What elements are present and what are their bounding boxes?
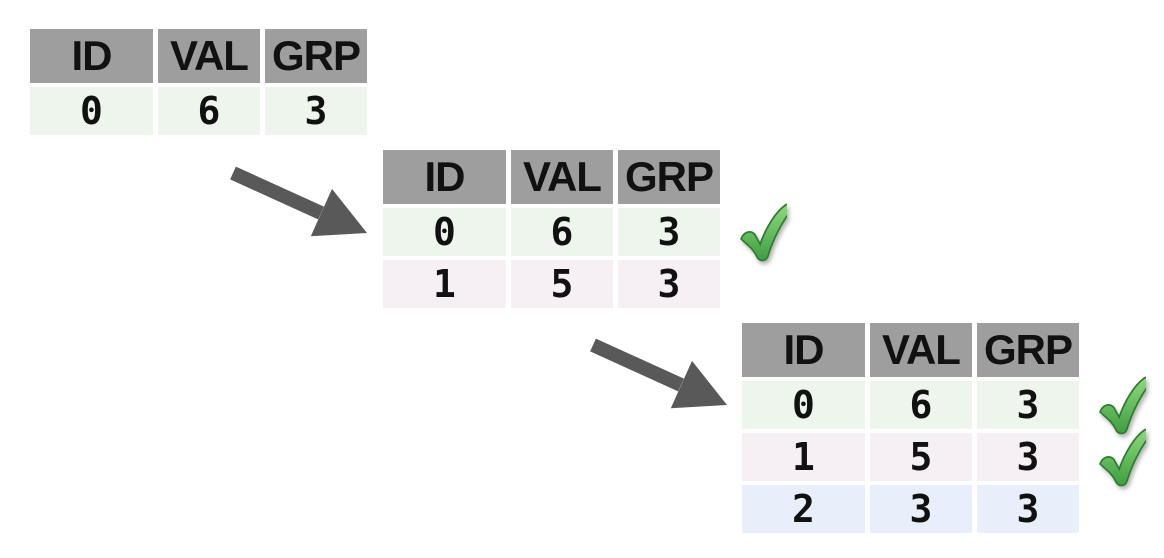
column-header-val: VAL xyxy=(870,323,972,377)
row-check-slot xyxy=(725,203,789,262)
row-check-slot xyxy=(1084,428,1148,487)
header-spacer xyxy=(725,150,789,204)
table-cell: 0 xyxy=(742,381,865,429)
table-cell: 5 xyxy=(511,260,613,308)
green-check-icon xyxy=(1099,376,1146,435)
table-cell: 3 xyxy=(618,208,720,256)
table-cell: 1 xyxy=(742,433,865,481)
column-header-grp: GRP xyxy=(265,29,367,83)
green-check-icon xyxy=(1099,428,1146,487)
down-right-arrow-icon xyxy=(230,166,367,237)
table-cell: 5 xyxy=(870,433,972,481)
column-header-id: ID xyxy=(383,150,506,204)
table-cell: 6 xyxy=(511,208,613,256)
row-check-slot xyxy=(1084,376,1148,435)
table-cell: 3 xyxy=(977,381,1079,429)
row-check-slot-empty xyxy=(372,87,436,135)
column-header-grp: GRP xyxy=(977,323,1079,377)
down-right-arrow-icon xyxy=(590,338,727,409)
table-cell: 0 xyxy=(383,208,506,256)
green-check-icon xyxy=(740,203,787,262)
table-cell: 6 xyxy=(158,87,260,135)
table-cell: 2 xyxy=(742,485,865,533)
header-spacer xyxy=(372,29,436,83)
row-check-slot-empty xyxy=(1084,485,1148,533)
table-cell: 3 xyxy=(265,87,367,135)
table-cell: 1 xyxy=(383,260,506,308)
table-cell: 3 xyxy=(977,485,1079,533)
table-cell: 3 xyxy=(618,260,720,308)
table-cell: 6 xyxy=(870,381,972,429)
row-check-slot-empty xyxy=(725,260,789,308)
column-header-val: VAL xyxy=(511,150,613,204)
table-cell: 0 xyxy=(30,87,153,135)
column-header-grp: GRP xyxy=(618,150,720,204)
header-spacer xyxy=(1084,323,1148,377)
table-cell: 3 xyxy=(870,485,972,533)
column-header-id: ID xyxy=(742,323,865,377)
column-header-val: VAL xyxy=(158,29,260,83)
table-cell: 3 xyxy=(977,433,1079,481)
column-header-id: ID xyxy=(30,29,153,83)
